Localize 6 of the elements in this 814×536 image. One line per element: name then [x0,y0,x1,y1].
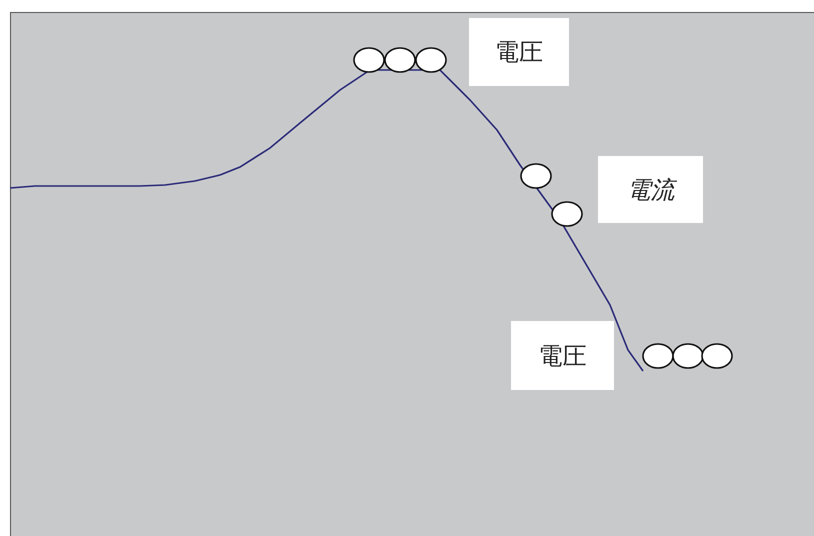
label-box [598,156,703,223]
label-box [511,321,614,390]
label-text: 電流 [626,174,674,206]
label-box [469,18,569,86]
label-text: 電圧 [538,340,586,372]
label-text: 電圧 [495,37,543,68]
